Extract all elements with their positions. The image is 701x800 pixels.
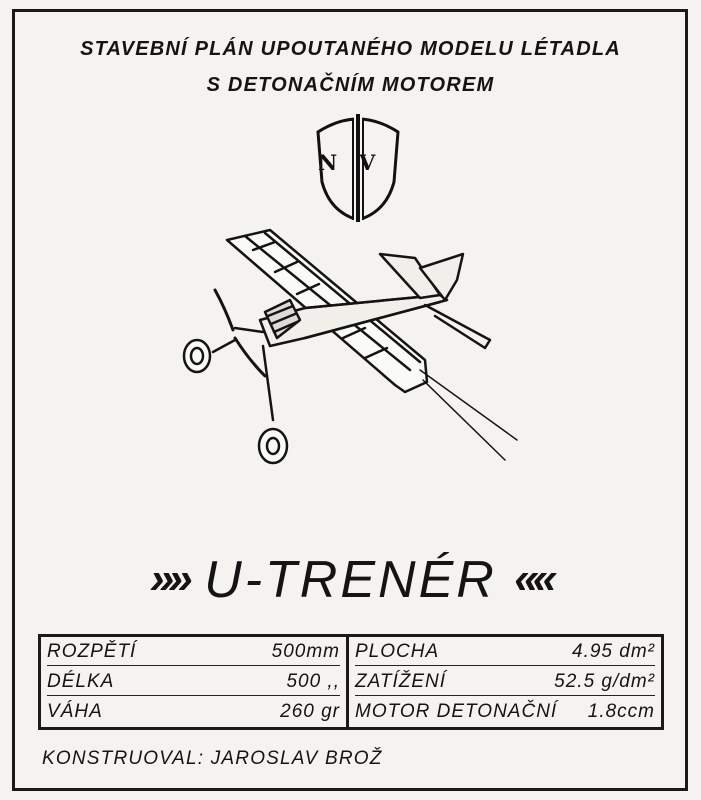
spec-label: PLOCHA xyxy=(355,641,440,663)
emblem-letter-v: V xyxy=(359,150,376,175)
spec-value: 52.5 g/dm² xyxy=(554,670,655,692)
spec-label: MOTOR DETONAČNÍ xyxy=(355,700,558,722)
quote-close-2: « xyxy=(532,554,558,603)
spec-row-span: ROZPĚTÍ 500mm xyxy=(47,639,340,667)
spec-label: ZATÍŽENÍ xyxy=(355,670,447,692)
nv-shield-emblem-icon xyxy=(316,114,400,222)
spec-label: DÉLKA xyxy=(47,670,115,692)
spec-row-loading: ZATÍŽENÍ 52.5 g/dm² xyxy=(355,669,655,696)
specs-right-column: PLOCHA 4.95 dm² ZATÍŽENÍ 52.5 g/dm² MOTO… xyxy=(349,637,661,727)
specs-table: ROZPĚTÍ 500mm DÉLKA 500 ,, VÁHA 260 gr P… xyxy=(38,634,664,730)
spec-value: 500mm xyxy=(271,641,340,663)
quote-open: » xyxy=(149,554,175,603)
model-name: »» U-TRENÉR «« xyxy=(0,550,701,610)
emblem-letter-n: N xyxy=(318,150,338,175)
spec-row-engine: MOTOR DETONAČNÍ 1.8ccm xyxy=(355,699,655,725)
control-line-airplane-icon xyxy=(182,228,518,465)
model-name-text: U-TRENÉR xyxy=(204,551,497,609)
spec-row-length: DÉLKA 500 ,, xyxy=(47,669,340,696)
spec-row-area: PLOCHA 4.95 dm² xyxy=(355,639,655,667)
quote-open-2: » xyxy=(168,554,193,603)
plan-title-line-2: S DETONAČNÍM MOTOREM xyxy=(206,74,495,96)
spec-value: 500 ,, xyxy=(286,670,340,692)
spec-value: 1.8ccm xyxy=(587,700,655,722)
designer-credit: KONSTRUOVAL: JAROSLAV BROŽ xyxy=(42,748,383,769)
specs-left-column: ROZPĚTÍ 500mm DÉLKA 500 ,, VÁHA 260 gr xyxy=(41,637,349,727)
spec-value: 260 gr xyxy=(280,700,340,722)
plan-border xyxy=(12,9,688,791)
spec-label: ROZPĚTÍ xyxy=(47,641,137,663)
spec-row-weight: VÁHA 260 gr xyxy=(47,699,340,725)
plan-title-line-1: STAVEBNÍ PLÁN UPOUTANÉHO MODELU LÉTADLA xyxy=(80,38,621,60)
spec-value: 4.95 dm² xyxy=(572,641,655,663)
spec-label: VÁHA xyxy=(47,700,103,722)
quote-close: « xyxy=(514,554,539,603)
